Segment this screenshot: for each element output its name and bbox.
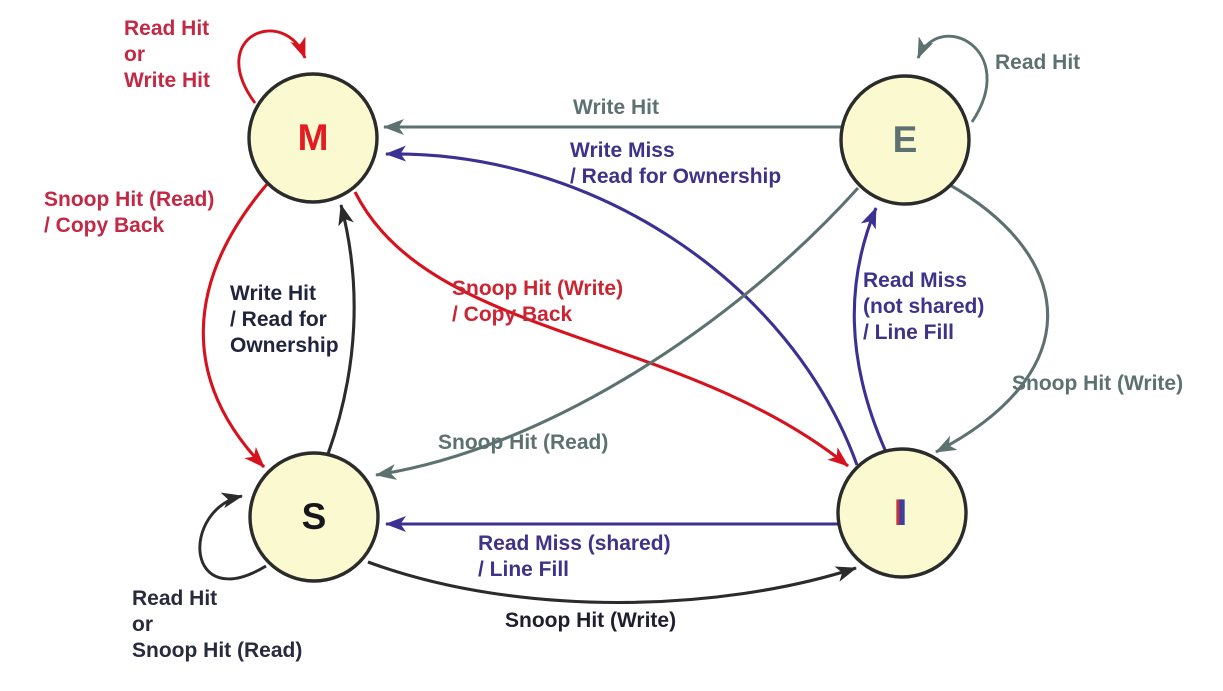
edge-s-to-m	[326, 204, 356, 455]
label-line: or	[124, 43, 145, 66]
label-line: / Copy Back	[452, 303, 573, 326]
state-label-i: I	[896, 492, 908, 533]
edge-e-to-s	[375, 186, 860, 480]
label-line: Read Miss (shared)	[478, 532, 671, 555]
label-line: or	[132, 613, 153, 636]
edge-m-to-i	[353, 191, 849, 468]
edge-i-to-e	[852, 207, 888, 453]
state-circle-e	[839, 74, 971, 206]
edge-e-to-i	[935, 183, 1050, 454]
label-line: Write Hit	[573, 96, 659, 119]
label-line: Snoop Hit (Write)	[1012, 372, 1184, 395]
label-s-self-loop: Read Hit or Snoop Hit (Read)	[132, 586, 302, 664]
label-line: Write Hit	[124, 69, 210, 92]
label-line: / Read for Ownership	[570, 165, 782, 188]
label-e-to-i: Snoop Hit (Write)	[1012, 371, 1183, 397]
label-line: Ownership	[230, 334, 339, 357]
label-line: Write Miss	[570, 139, 675, 162]
state-label-e: E	[892, 119, 918, 160]
edge-m-self-loop	[237, 29, 307, 104]
label-line: Read Hit	[132, 587, 218, 610]
edge-i-to-m	[385, 145, 859, 466]
label-line: Snoop Hit (Write)	[452, 277, 624, 300]
label-line: / Copy Back	[44, 214, 165, 237]
label-line: Snoop Hit (Read)	[438, 431, 609, 454]
label-line: Read Miss	[863, 269, 967, 292]
edge-s-to-i	[367, 560, 857, 604]
label-line: Snoop Hit (Write)	[505, 609, 677, 632]
edge-s-self-loop	[198, 492, 267, 581]
label-i-to-e: Read Miss (not shared) / Line Fill	[863, 268, 984, 346]
label-s-to-i: Snoop Hit (Write)	[505, 608, 676, 634]
state-label-m: M	[297, 117, 329, 158]
label-line: (not shared)	[863, 295, 985, 318]
label-line: Read Hit	[995, 51, 1081, 74]
state-circle-i	[836, 447, 968, 579]
label-line: / Line Fill	[478, 558, 570, 581]
label-s-to-m: Write Hit / Read for Ownership	[230, 281, 339, 359]
label-e-to-s: Snoop Hit (Read)	[438, 430, 608, 456]
label-e-to-m: Write Hit	[573, 95, 659, 121]
label-e-self-loop: Read Hit	[995, 50, 1080, 76]
edge-e-self-loop	[916, 34, 989, 123]
label-m-to-i: Snoop Hit (Write) / Copy Back	[452, 276, 623, 328]
label-line: Snoop Hit (Read)	[132, 639, 303, 662]
label-line: Snoop Hit (Read)	[44, 188, 215, 211]
state-label-s: S	[301, 496, 327, 537]
label-line: Write Hit	[230, 282, 316, 305]
label-i-to-m: Write Miss / Read for Ownership	[570, 138, 781, 190]
label-line: / Line Fill	[863, 321, 955, 344]
label-i-to-s: Read Miss (shared) / Line Fill	[478, 531, 671, 583]
state-circle-s	[248, 451, 380, 583]
edge-m-to-s	[201, 181, 270, 469]
label-line: Read Hit	[124, 17, 210, 40]
state-circle-m	[247, 72, 379, 204]
label-m-to-s: Snoop Hit (Read) / Copy Back	[44, 187, 214, 239]
label-line: / Read for	[230, 308, 327, 331]
label-m-self-loop: Read Hit or Write Hit	[124, 16, 210, 94]
